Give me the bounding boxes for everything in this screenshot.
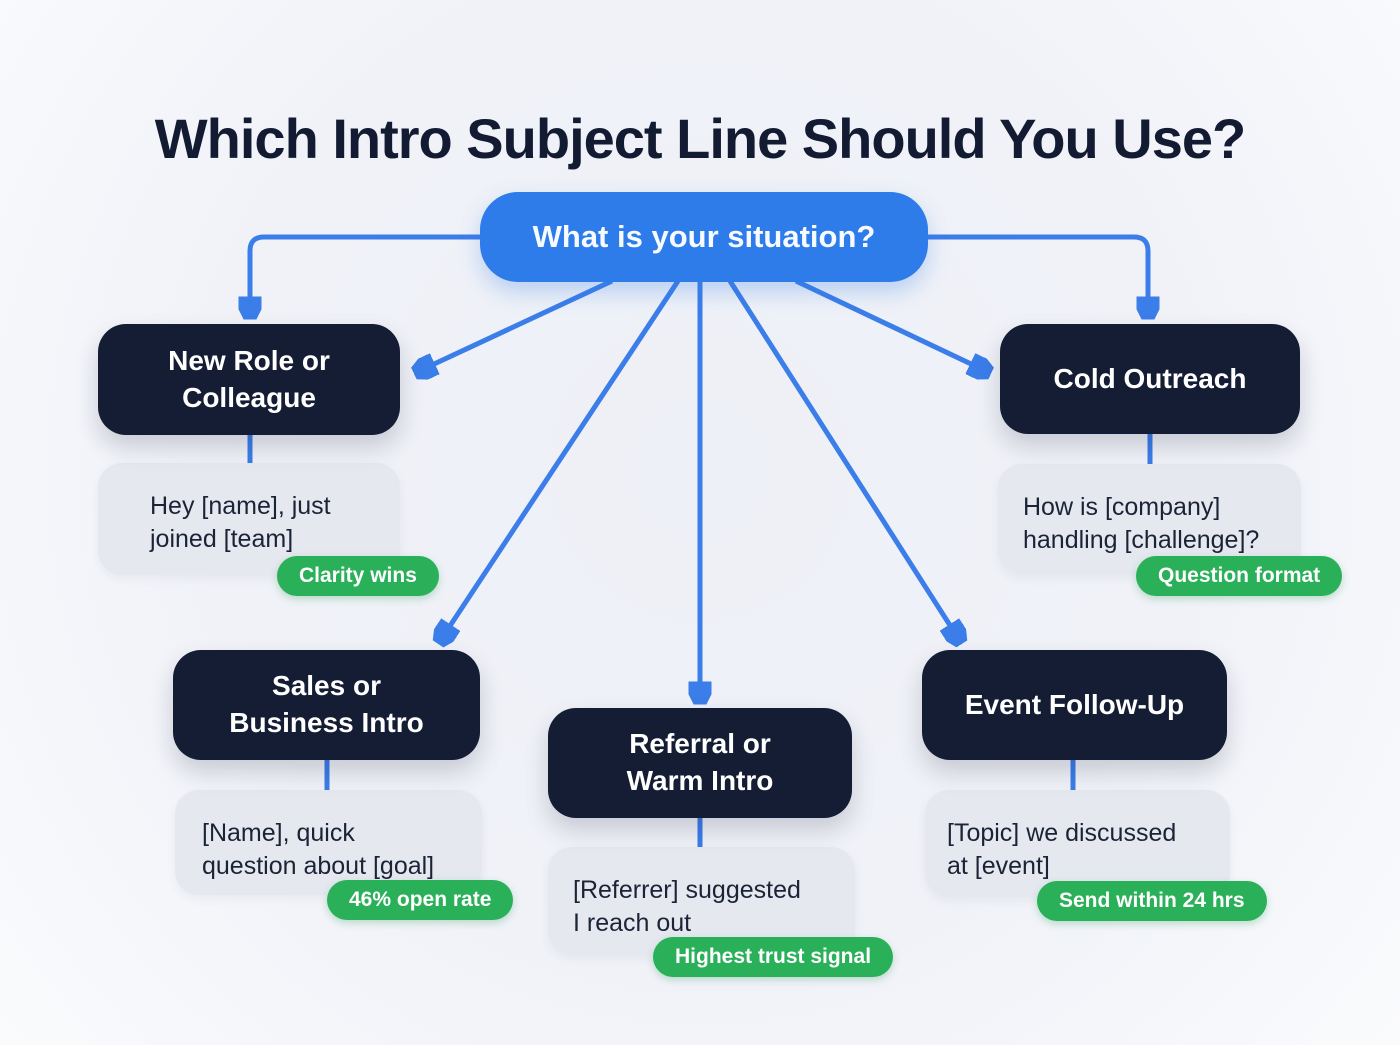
page-title: Which Intro Subject Line Should You Use? xyxy=(154,106,1246,170)
edge-root-to-new-role-top xyxy=(250,234,480,316)
edge-root-to-event xyxy=(727,279,960,641)
badge-question-format: Question format xyxy=(1136,556,1343,596)
branch-node-sales-business-intro: Sales or Business Intro xyxy=(173,650,480,760)
example-box-event-follow-up: [Topic] we discussed at [event] xyxy=(925,790,1230,897)
example-box-cold-outreach: How is [company] handling [challenge]? xyxy=(998,464,1301,574)
edge-root-to-sales xyxy=(440,279,681,641)
edge-root-to-new-role-side xyxy=(417,278,614,372)
example-box-sales-business-intro: [Name], quick question about [goal] xyxy=(175,790,482,895)
branch-node-referral-warm-intro: Referral or Warm Intro xyxy=(548,708,852,818)
badge-highest-trust-signal: Highest trust signal xyxy=(653,937,894,977)
edge-root-to-cold-outreach-top xyxy=(928,234,1148,316)
edge-root-to-cold-outreach-side xyxy=(794,278,988,372)
branch-node-cold-outreach: Cold Outreach xyxy=(1000,324,1300,434)
badge-clarity-wins: Clarity wins xyxy=(277,556,439,596)
branch-node-new-role: New Role or Colleague xyxy=(98,324,400,435)
branch-node-event-follow-up: Event Follow-Up xyxy=(922,650,1227,760)
badge-open-rate: 46% open rate xyxy=(327,880,514,920)
root-node-question: What is your situation? xyxy=(480,192,928,282)
badge-send-within-24-hrs: Send within 24 hrs xyxy=(1037,881,1267,921)
